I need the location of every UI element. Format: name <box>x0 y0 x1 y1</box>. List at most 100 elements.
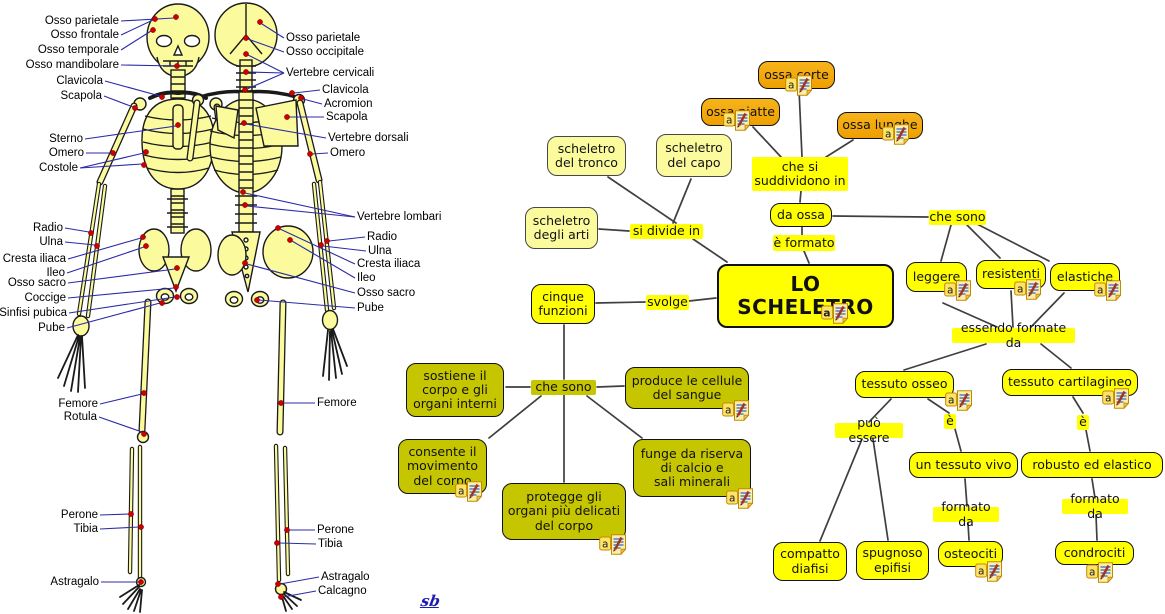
annotation-icon[interactable]: a <box>726 488 756 510</box>
node-label: robusto ed elastico <box>1032 456 1152 472</box>
skeleton-label-r-omero: Omero <box>330 147 366 159</box>
node-scheletro-del-tronco: scheletro del tronco <box>547 136 626 176</box>
node-robusto-ed-elastico: robusto ed elastico <box>1021 452 1163 478</box>
node-scheletro-degli-arti: scheletro degli arti <box>525 207 598 249</box>
node-produce: produce le cellule del sangue a <box>625 367 750 422</box>
annotation-icon[interactable]: a <box>975 561 1005 583</box>
annotation-note-icon: a <box>821 303 849 325</box>
spine-back <box>231 91 261 293</box>
node-label: spugnoso epifisi <box>862 545 923 575</box>
node-label: da ossa <box>777 206 825 222</box>
skeleton-label-l-radio: Radio <box>32 222 63 234</box>
node-e-left: è <box>944 414 956 429</box>
skeleton-label-l-osso-sacro: Osso sacro <box>7 277 66 289</box>
skeleton-label-l-omero: Omero <box>48 147 84 159</box>
annotation-icon[interactable]: a <box>1094 280 1124 302</box>
svg-text:a: a <box>948 394 954 406</box>
scapula-right <box>255 99 299 147</box>
annotation-note-icon: a <box>599 534 627 556</box>
annotation-icon[interactable]: a <box>1014 279 1044 301</box>
skull-front <box>146 3 210 78</box>
annotation-icon[interactable]: a <box>455 481 485 503</box>
skeleton-label-l-osso-parietale: Osso parietale <box>44 15 119 27</box>
annotation-note-icon: a <box>723 110 751 132</box>
skeleton-label-l-cresta-iliaca: Cresta iliaca <box>2 253 66 265</box>
annotation-icon[interactable]: a <box>821 303 851 325</box>
annotation-note-icon: a <box>785 75 813 97</box>
skeleton-label-l-ileo: Ileo <box>46 267 65 279</box>
svg-text:a: a <box>885 128 891 140</box>
annotation-icon[interactable]: a <box>1086 562 1116 584</box>
node-label: osteociti <box>943 545 998 561</box>
skeleton-label-r-vertebre-cervicali: Vertebre cervicali <box>286 67 375 79</box>
node-svolge: svolge <box>646 295 689 310</box>
skeleton-label-l-osso-frontale: Osso frontale <box>50 29 119 41</box>
leg-back <box>273 299 302 612</box>
node-label: cinque funzioni <box>538 288 588 318</box>
node-label: scheletro del tronco <box>555 140 618 170</box>
arm-back-right <box>296 99 348 381</box>
node-puo-essere: può essere <box>835 416 903 444</box>
skeleton-label-l-costole: Costole <box>39 162 78 174</box>
svg-text:a: a <box>1017 283 1023 295</box>
node-label: produce le cellule del sangue <box>631 372 743 402</box>
skeleton-label-l-coccige: Coccige <box>24 292 66 304</box>
node-che-sono-top: che sono <box>929 210 986 225</box>
skeleton-label-l-osso-mandibolare: Osso mandibolare <box>25 59 119 71</box>
node-label: formato da <box>1070 491 1120 521</box>
annotation-icon[interactable]: a <box>944 280 974 302</box>
svg-text:a: a <box>1089 566 1095 578</box>
node-label: sostiene il corpo e gli organi interni <box>413 367 497 412</box>
skeleton-label-r-vertebre-lombari: Vertebre lombari <box>357 211 442 223</box>
skeleton-label-r-osso-occipitale: Osso occipitale <box>286 46 364 58</box>
annotation-icon[interactable]: a <box>723 110 753 132</box>
node-spugnoso-epifisi: spugnoso epifisi <box>856 541 929 580</box>
skeleton-label-l-sterno: Sterno <box>49 133 83 145</box>
skeleton-label-l-rotula: Rotula <box>63 411 97 423</box>
node-funge: funge da riserva di calcio e sali minera… <box>633 439 754 510</box>
annotation-note-icon: a <box>1014 279 1042 301</box>
skeleton-label-l-astragalo: Astragalo <box>50 576 99 588</box>
node-e-right: è <box>1077 415 1089 430</box>
node-label: è <box>1079 414 1087 430</box>
annotation-note-icon: a <box>1094 280 1122 302</box>
skeleton-label-l-pube: Pube <box>38 322 65 334</box>
skeleton-label-r-ulna: Ulna <box>368 245 392 257</box>
skull-back <box>214 2 278 68</box>
annotation-icon[interactable]: a <box>722 400 752 422</box>
skeleton-label-r-osso-parietale: Osso parietale <box>286 32 361 44</box>
skeleton-label-l-sinfisi-pubica: Sinfisi pubica <box>0 307 67 319</box>
node-label: è formato <box>773 234 835 250</box>
annotation-icon[interactable]: a <box>1102 388 1132 410</box>
annotation-icon[interactable]: a <box>785 75 815 97</box>
skeleton-label-r-tibia: Tibia <box>318 538 343 550</box>
node-sostiene: sostiene il corpo e gli organi interni <box>406 363 504 417</box>
annotation-note-icon: a <box>1102 388 1130 410</box>
node-label: resistenti <box>982 266 1040 282</box>
skeleton-label-r-pube: Pube <box>357 302 384 314</box>
skeleton-label-r-scapola: Scapola <box>326 111 368 123</box>
node-si-divide-in: si divide in <box>630 224 703 239</box>
skeleton-label-l-clavicola: Clavicola <box>56 75 103 87</box>
node-che-si-suddividono-in: che si suddividono in <box>752 157 848 191</box>
node-e-formato: è formato <box>773 235 835 251</box>
annotation-icon[interactable]: a <box>599 534 629 556</box>
node-label: essendo formate da <box>960 320 1067 350</box>
node-label: può essere <box>848 415 890 445</box>
skeleton-label-l-perone: Perone <box>60 509 98 521</box>
annotation-icon[interactable]: a <box>882 124 912 146</box>
svg-text:a: a <box>725 404 731 416</box>
scapula-left <box>215 105 239 140</box>
skeleton-label-r-acromion: Acromion <box>324 98 373 110</box>
annotation-icon[interactable]: a <box>945 390 975 412</box>
skeleton-label-r-perone: Perone <box>317 524 355 536</box>
svg-text:a: a <box>602 538 608 550</box>
